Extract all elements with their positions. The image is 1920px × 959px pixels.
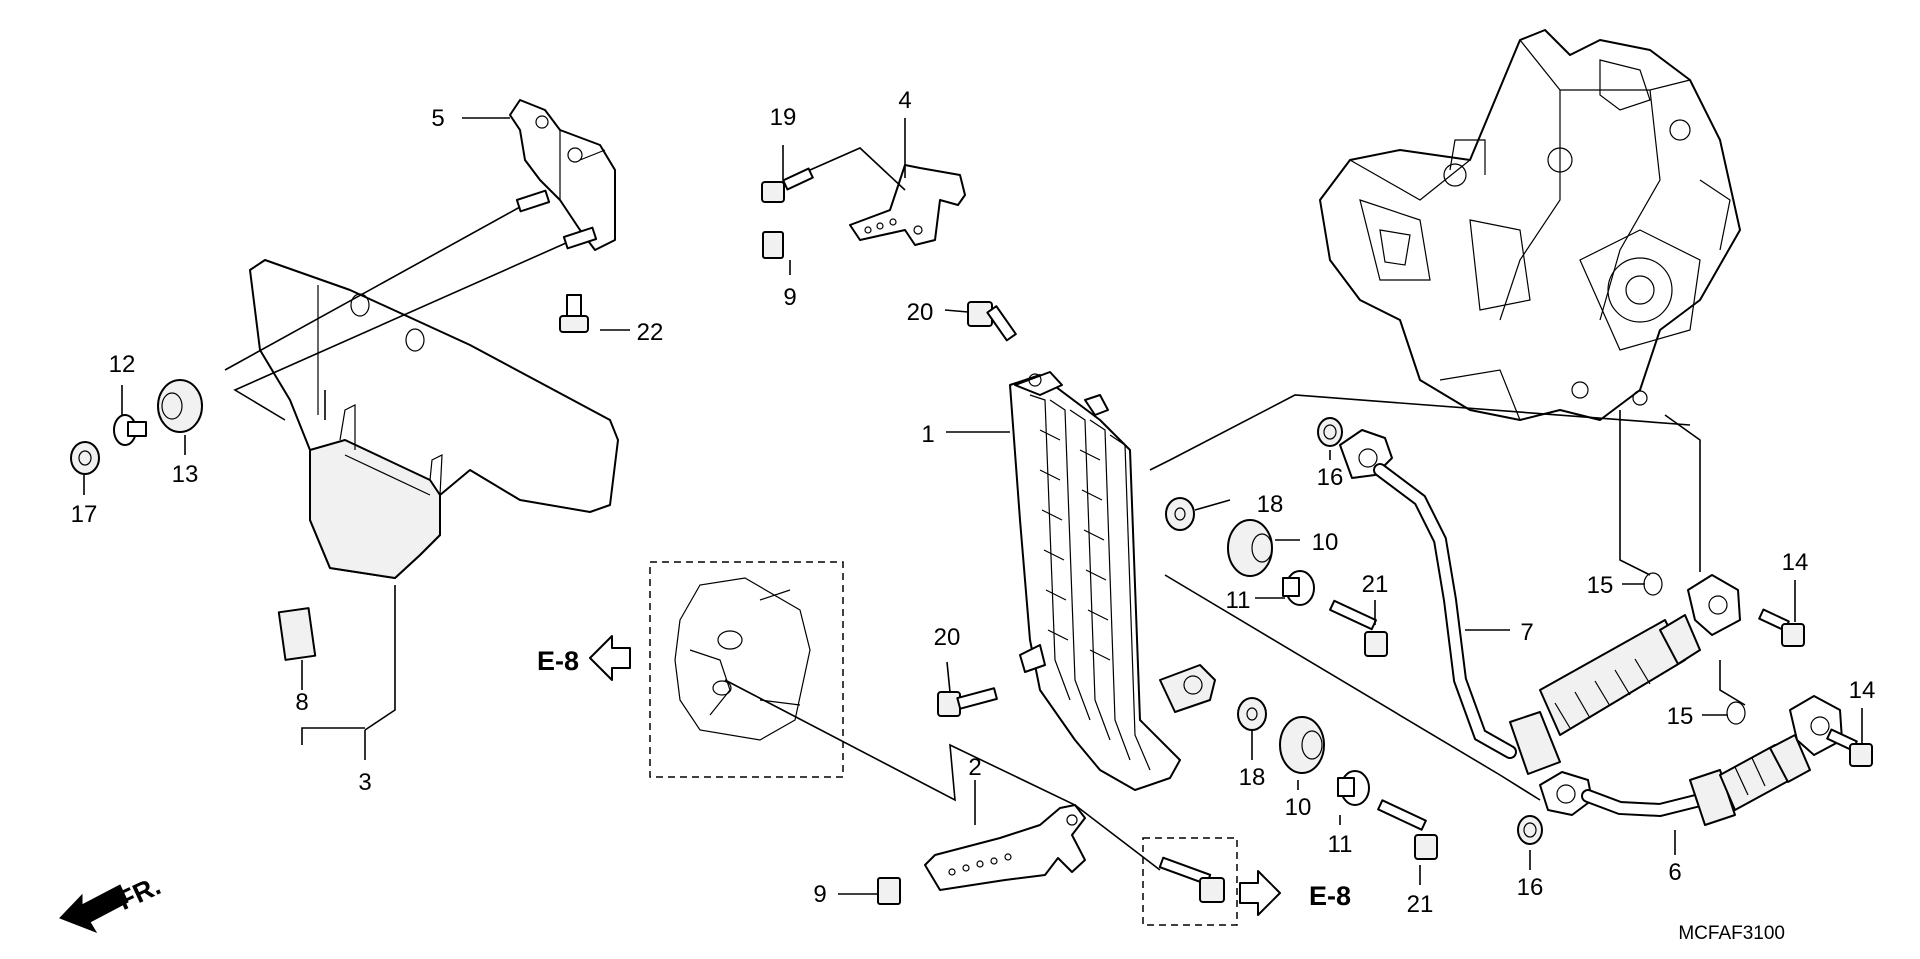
callout-15-upper: 15	[1587, 572, 1614, 599]
callout-6: 6	[1668, 859, 1681, 886]
bracket-part-5	[509, 99, 616, 251]
clip-part-9-lower	[877, 877, 901, 905]
bolt-part-20-lower	[937, 687, 998, 717]
callout-18-lower: 18	[1239, 764, 1266, 791]
label-part-8	[277, 607, 317, 661]
callout-21-upper: 21	[1362, 571, 1389, 598]
bolt-part-14-lower	[1826, 728, 1873, 767]
bolt-part-14-upper	[1758, 608, 1805, 647]
callout-11-upper: 11	[1226, 587, 1251, 614]
callout-20-lower: 20	[934, 624, 961, 651]
callout-14-upper: 14	[1782, 549, 1809, 576]
callout-20-upper: 20	[907, 299, 934, 326]
callout-12: 12	[109, 351, 136, 378]
callout-11-lower: 11	[1328, 831, 1353, 858]
oring-part-16-upper	[1317, 417, 1343, 447]
leader-lines	[83, 117, 1863, 895]
reference-box-left	[649, 561, 844, 778]
callout-13: 13	[172, 461, 199, 488]
rubber-part-10-upper	[1227, 519, 1273, 577]
oil-cooler-part-1	[1009, 371, 1216, 791]
collar-part-11-upper	[1282, 570, 1315, 606]
reference-label-left: E-8	[537, 646, 579, 676]
oil-pipe-part-7	[1339, 429, 1741, 775]
collar-part-11-lower	[1337, 770, 1370, 806]
callout-16-upper: 16	[1317, 464, 1344, 491]
callout-15-lower: 15	[1667, 703, 1694, 730]
reference-box-right	[1142, 837, 1238, 926]
callout-2: 2	[968, 754, 981, 781]
callout-7: 7	[1520, 619, 1533, 646]
nut-part-17	[70, 441, 100, 475]
callout-10-lower: 10	[1285, 794, 1312, 821]
bolt-lower-reference	[1158, 856, 1225, 903]
callout-17: 17	[71, 501, 98, 528]
callout-1: 1	[921, 421, 934, 448]
callout-21-lower: 21	[1407, 891, 1434, 918]
front-arrow-icon	[59, 884, 129, 933]
bolt-part-20-upper	[967, 301, 1017, 342]
bolt-part-22	[559, 294, 589, 333]
callout-9-lower: 9	[813, 881, 826, 908]
reference-label-right: E-8	[1309, 881, 1351, 911]
oring-part-16-lower	[1517, 815, 1543, 845]
rubber-part-10-lower	[1279, 716, 1325, 774]
bracket-part-2	[924, 804, 1086, 891]
callout-4: 4	[898, 87, 911, 114]
callout-9-upper: 9	[783, 284, 796, 311]
bolt-part-19	[761, 167, 814, 203]
oring-part-15-upper	[1643, 572, 1663, 596]
washer-part-18-upper	[1165, 497, 1195, 531]
oring-part-15-lower	[1726, 701, 1746, 725]
washer-part-18-lower	[1237, 697, 1267, 731]
callout-18-upper: 18	[1257, 491, 1284, 518]
diagram-code: MCFAF3100	[1678, 923, 1785, 944]
callout-16-lower: 16	[1517, 874, 1544, 901]
callout-3: 3	[358, 769, 371, 796]
bolt-part-21-upper	[1329, 599, 1388, 657]
callout-14-lower: 14	[1849, 677, 1876, 704]
collar-part-12	[113, 414, 147, 446]
bolt-part-21-lower	[1377, 799, 1438, 860]
clip-part-9-upper	[762, 231, 784, 259]
callouts: 5 22 12 13 17 8 3 19 4 9 20 1 20 16 18 1…	[71, 87, 1876, 918]
arrow-left-reference	[589, 635, 631, 681]
arrow-right-reference	[1239, 870, 1281, 916]
callout-8: 8	[295, 689, 308, 716]
callout-22: 22	[637, 319, 664, 346]
bracket-part-4	[849, 164, 966, 246]
cover-part-3	[249, 259, 619, 579]
front-indicator-label: FR.	[113, 870, 165, 916]
grommet-part-13	[157, 379, 203, 433]
callout-10-upper: 10	[1312, 529, 1339, 556]
engine-drawing	[1319, 29, 1741, 421]
callout-5: 5	[431, 105, 444, 132]
callout-19: 19	[770, 104, 797, 131]
studs	[515, 189, 598, 250]
